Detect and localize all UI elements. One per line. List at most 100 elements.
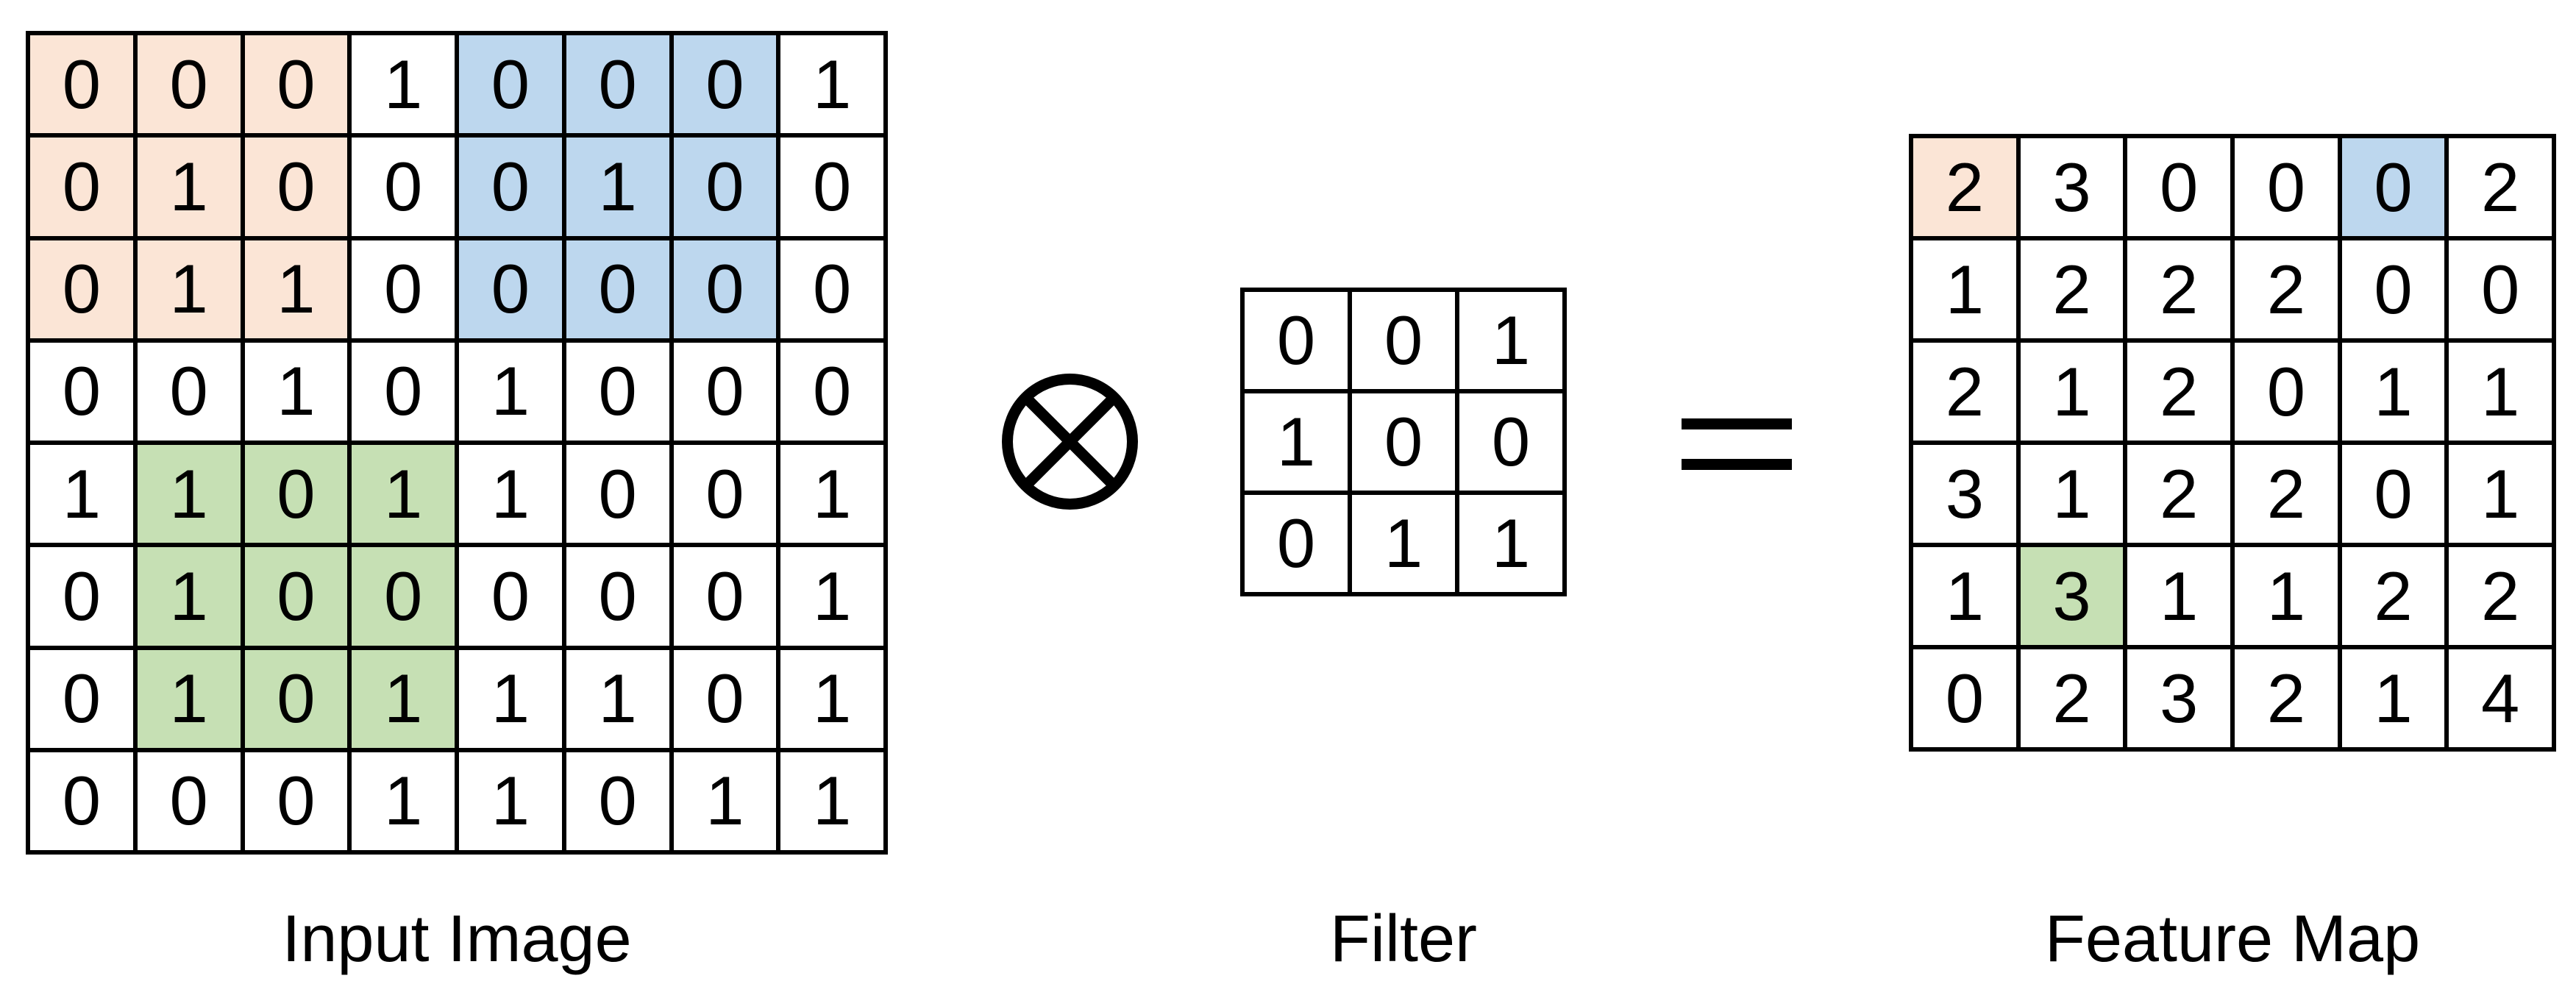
grid-cell: 0 <box>566 35 669 134</box>
grid-cell: 0 <box>566 445 669 543</box>
grid-cell: 0 <box>673 35 777 134</box>
grid-cell: 1 <box>566 649 669 748</box>
grid-cell: 0 <box>2449 240 2552 338</box>
grid-cell: 2 <box>1913 343 2016 441</box>
grid-cell: 1 <box>2020 343 2124 441</box>
grid-cell: 1 <box>780 752 883 850</box>
input-image-label: Input Image <box>282 902 632 976</box>
grid-cell: 0 <box>2235 138 2338 236</box>
grid-cell: 0 <box>137 342 241 441</box>
grid-cell: 2 <box>2235 240 2338 338</box>
grid-cell: 0 <box>1245 292 1348 389</box>
grid-cell: 0 <box>30 752 133 850</box>
grid-cell: 0 <box>2341 445 2445 543</box>
grid-cell: 0 <box>244 445 348 543</box>
grid-cell: 0 <box>137 752 241 850</box>
grid-cell: 1 <box>459 752 562 850</box>
grid-cell: 2 <box>2235 649 2338 747</box>
grid-cell: 1 <box>1913 547 2016 645</box>
grid-cell: 1 <box>244 240 348 338</box>
grid-cell: 1 <box>459 445 562 543</box>
equals-bottom-bar <box>1682 459 1792 470</box>
grid-cell: 1 <box>566 138 669 236</box>
grid-cell: 1 <box>2341 343 2445 441</box>
grid-cell: 0 <box>780 240 883 338</box>
grid-cell: 0 <box>566 342 669 441</box>
grid-cell: 0 <box>673 445 777 543</box>
grid-cell: 0 <box>1245 495 1348 592</box>
grid-cell: 2 <box>2449 138 2552 236</box>
grid-cell: 0 <box>244 752 348 850</box>
grid-cell: 0 <box>30 547 133 646</box>
grid-cell: 0 <box>780 342 883 441</box>
grid-cell: 1 <box>137 138 241 236</box>
grid-cell: 0 <box>2341 138 2445 236</box>
grid-cell: 0 <box>566 752 669 850</box>
grid-cell: 2 <box>1913 138 2016 236</box>
grid-cell: 2 <box>2127 343 2230 441</box>
grid-cell: 2 <box>2449 547 2552 645</box>
grid-cell: 1 <box>780 445 883 543</box>
grid-cell: 1 <box>780 35 883 134</box>
grid-cell: 1 <box>352 752 455 850</box>
grid-cell: 4 <box>2449 649 2552 747</box>
grid-cell: 0 <box>352 240 455 338</box>
grid-cell: 0 <box>780 138 883 236</box>
grid-cell: 1 <box>352 35 455 134</box>
grid-cell: 0 <box>30 649 133 748</box>
grid-cell: 0 <box>30 138 133 236</box>
grid-cell: 0 <box>244 547 348 646</box>
grid-cell: 1 <box>2449 343 2552 441</box>
grid-cell: 0 <box>244 35 348 134</box>
grid-cell: 1 <box>137 547 241 646</box>
grid-cell: 0 <box>30 240 133 338</box>
grid-cell: 1 <box>2020 445 2124 543</box>
grid-cell: 0 <box>1352 292 1455 389</box>
grid-cell: 3 <box>2127 649 2230 747</box>
grid-cell: 0 <box>30 35 133 134</box>
grid-cell: 1 <box>2235 547 2338 645</box>
grid-cell: 2 <box>2020 649 2124 747</box>
grid-cell: 3 <box>1913 445 2016 543</box>
grid-cell: 0 <box>1459 393 1562 491</box>
grid-cell: 0 <box>673 547 777 646</box>
grid-cell: 0 <box>673 342 777 441</box>
grid-cell: 0 <box>352 547 455 646</box>
equals-top-bar <box>1682 418 1792 429</box>
grid-cell: 1 <box>1459 292 1562 389</box>
grid-cell: 2 <box>2020 240 2124 338</box>
grid-cell: 0 <box>244 138 348 236</box>
grid-cell: 1 <box>459 649 562 748</box>
grid-cell: 2 <box>2127 240 2230 338</box>
grid-cell: 2 <box>2341 547 2445 645</box>
grid-cell: 1 <box>137 649 241 748</box>
grid-cell: 1 <box>780 547 883 646</box>
grid-cell: 1 <box>244 342 348 441</box>
grid-cell: 0 <box>2341 240 2445 338</box>
grid-cell: 2 <box>2235 445 2338 543</box>
grid-cell: 1 <box>2449 445 2552 543</box>
circled-times-convolution-icon <box>1002 374 1138 510</box>
grid-cell: 3 <box>2020 138 2124 236</box>
filter-label: Filter <box>1330 902 1477 976</box>
grid-cell: 0 <box>1913 649 2016 747</box>
grid-cell: 0 <box>566 240 669 338</box>
grid-cell: 1 <box>673 752 777 850</box>
grid-cell: 0 <box>352 138 455 236</box>
grid-cell: 2 <box>2127 445 2230 543</box>
grid-cell: 0 <box>673 240 777 338</box>
grid-cell: 1 <box>137 445 241 543</box>
grid-cell: 1 <box>30 445 133 543</box>
grid-cell: 0 <box>673 138 777 236</box>
grid-cell: 1 <box>1913 240 2016 338</box>
grid-cell: 0 <box>1352 393 1455 491</box>
grid-cell: 0 <box>2235 343 2338 441</box>
grid-cell: 1 <box>780 649 883 748</box>
feature-map-label: Feature Map <box>2044 902 2421 976</box>
grid-cell: 1 <box>1352 495 1455 592</box>
grid-cell: 1 <box>2341 649 2445 747</box>
grid-cell: 0 <box>673 649 777 748</box>
